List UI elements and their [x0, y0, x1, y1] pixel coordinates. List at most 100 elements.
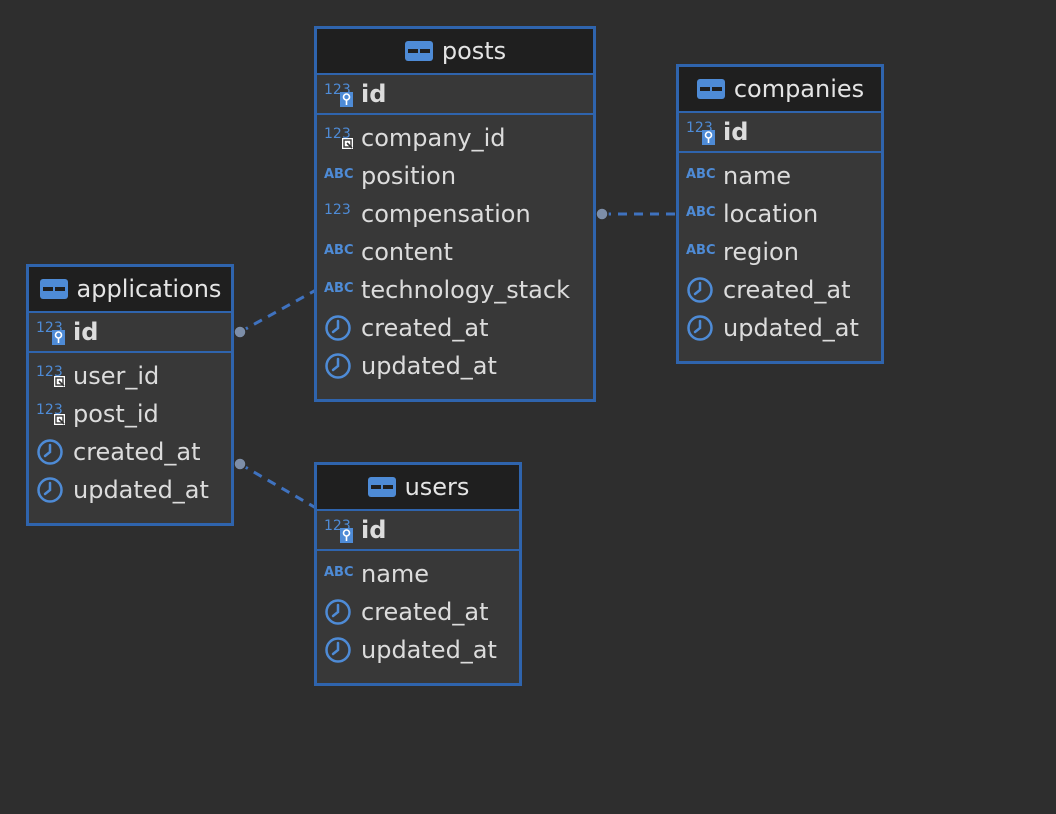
column-name: updated_at: [723, 314, 859, 342]
entity-header[interactable]: posts: [317, 29, 593, 75]
numeric-type-icon: 123: [323, 200, 357, 228]
column-row-created-at[interactable]: created_at: [29, 433, 231, 471]
column-list: ABC name created_at updated_at: [317, 551, 519, 671]
svg-text:ABC: ABC: [324, 281, 354, 296]
clock-icon: [35, 476, 69, 504]
relation-applications-posts[interactable]: [233, 288, 317, 339]
svg-text:ABC: ABC: [324, 243, 354, 258]
clock-icon: [323, 598, 357, 626]
text-type-icon: ABC: [323, 238, 357, 266]
clock-icon: [323, 314, 357, 342]
svg-text:ABC: ABC: [686, 243, 716, 258]
primary-key-icon: 123: [323, 516, 357, 544]
foreign-key-icon: 123: [323, 124, 357, 152]
primary-key-icon: 123: [35, 318, 69, 346]
entity-title: applications: [76, 275, 222, 303]
column-name: position: [361, 162, 457, 190]
entity-header[interactable]: applications: [29, 267, 231, 313]
clock-icon: [323, 636, 357, 664]
column-name: name: [361, 560, 430, 588]
column-row-updated-at[interactable]: updated_at: [29, 471, 231, 509]
column-name: created_at: [73, 438, 201, 466]
relation-endpoint: [233, 325, 247, 339]
text-type-icon: ABC: [685, 162, 719, 190]
column-name: content: [361, 238, 453, 266]
column-name: created_at: [723, 276, 851, 304]
primary-key-icon: 123: [685, 118, 719, 146]
column-row-compensation[interactable]: 123 compensation: [317, 195, 593, 233]
column-name: technology_stack: [361, 276, 570, 304]
column-row-updated-at[interactable]: updated_at: [679, 309, 881, 347]
text-type-icon: ABC: [323, 276, 357, 304]
column-row-created-at[interactable]: created_at: [317, 593, 519, 631]
column-name: created_at: [361, 598, 489, 626]
entity-header[interactable]: companies: [679, 67, 881, 113]
column-name: compensation: [361, 200, 531, 228]
column-row-location[interactable]: ABC location: [679, 195, 881, 233]
column-name: post_id: [73, 400, 159, 428]
column-row-technology-stack[interactable]: ABC technology_stack: [317, 271, 593, 309]
entity-header[interactable]: users: [317, 465, 519, 511]
column-row-name[interactable]: ABC name: [679, 157, 881, 195]
clock-icon: [685, 314, 719, 342]
column-name: id: [73, 318, 99, 346]
svg-text:123: 123: [324, 202, 351, 218]
column-name: updated_at: [361, 352, 497, 380]
column-row-name[interactable]: ABC name: [317, 555, 519, 593]
column-row-updated-at[interactable]: updated_at: [317, 347, 593, 385]
text-type-icon: ABC: [685, 238, 719, 266]
column-name: updated_at: [73, 476, 209, 504]
column-name: company_id: [361, 124, 506, 152]
text-type-icon: ABC: [685, 200, 719, 228]
entity-title: users: [404, 473, 470, 501]
clock-icon: [323, 352, 357, 380]
column-name: created_at: [361, 314, 489, 342]
svg-text:ABC: ABC: [324, 167, 354, 182]
relation-endpoint: [233, 457, 247, 471]
text-type-icon: ABC: [323, 560, 357, 588]
table-icon: [696, 78, 726, 100]
relation-posts-companies[interactable]: [595, 207, 676, 221]
svg-text:ABC: ABC: [686, 205, 716, 220]
column-name: user_id: [73, 362, 160, 390]
foreign-key-icon: 123: [35, 362, 69, 390]
foreign-key-icon: 123: [35, 400, 69, 428]
column-row-region[interactable]: ABC region: [679, 233, 881, 271]
column-name: region: [723, 238, 799, 266]
relation-applications-users[interactable]: [233, 457, 317, 510]
column-row-content[interactable]: ABC content: [317, 233, 593, 271]
column-row-position[interactable]: ABC position: [317, 157, 593, 195]
entity-title: companies: [733, 75, 865, 103]
column-name: name: [723, 162, 792, 190]
column-row-created-at[interactable]: created_at: [317, 309, 593, 347]
column-name: location: [723, 200, 819, 228]
primary-key-icon: 123: [323, 80, 357, 108]
svg-text:ABC: ABC: [324, 565, 354, 580]
table-icon: [39, 278, 69, 300]
column-row-updated-at[interactable]: updated_at: [317, 631, 519, 669]
column-row-created-at[interactable]: created_at: [679, 271, 881, 309]
table-icon: [404, 40, 434, 62]
entity-title: posts: [441, 37, 507, 65]
svg-text:ABC: ABC: [686, 167, 716, 182]
table-icon: [367, 476, 397, 498]
